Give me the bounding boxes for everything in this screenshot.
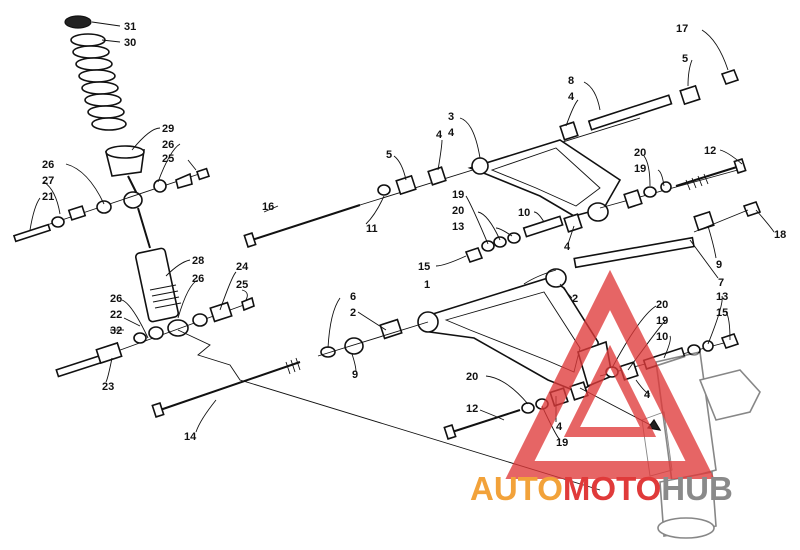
callout-4: 4 (556, 421, 563, 433)
callout-20: 20 (452, 205, 464, 217)
callout-5: 5 (682, 53, 688, 65)
callout-1: 1 (424, 279, 430, 291)
callout-12: 12 (704, 145, 716, 157)
callout-20: 20 (466, 371, 478, 383)
watermark-moto: MOTO (563, 470, 661, 507)
callout-26: 26 (42, 159, 54, 171)
sleeve-8 (587, 94, 673, 131)
shock-absorber-assembly (12, 15, 255, 378)
sleeve-7 (573, 236, 695, 269)
callout-26: 26 (162, 139, 174, 151)
upper-eyelet (123, 191, 143, 209)
callout-14: 14 (184, 431, 197, 443)
callout-4: 4 (568, 91, 575, 103)
callout-26: 26 (110, 293, 122, 305)
callout-32: 32 (110, 325, 122, 337)
callout-2: 2 (350, 307, 356, 319)
callout-16: 16 (262, 201, 274, 213)
bolt-21 (12, 223, 52, 243)
callout-12: 12 (466, 403, 478, 415)
callout-22: 22 (110, 309, 122, 321)
damper-ribs (149, 284, 182, 309)
watermark: AUTOMOTOHUB (470, 269, 733, 507)
callout-26: 26 (192, 273, 204, 285)
callout-17: 17 (676, 23, 688, 35)
callout-4: 4 (644, 389, 651, 401)
callout-10: 10 (656, 331, 668, 343)
callout-10: 10 (518, 207, 530, 219)
leader-lines (29, 21, 775, 441)
callout-4: 4 (448, 127, 455, 139)
callout-15: 15 (716, 307, 728, 319)
callout-4: 4 (564, 241, 571, 253)
callout-5: 5 (386, 149, 392, 161)
callout-28: 28 (192, 255, 204, 267)
callout-29: 29 (162, 123, 174, 135)
watermark-text: AUTOMOTOHUB (470, 470, 733, 507)
long-bolt-14 (151, 357, 301, 418)
callout-6: 6 (350, 291, 356, 303)
callout-7: 7 (718, 277, 724, 289)
callout-25: 25 (236, 279, 248, 291)
spindle-knuckle (641, 351, 761, 539)
callout-numbers: 31 30 29 26 25 26 27 21 28 26 24 25 26 2… (42, 21, 786, 449)
watermark-logo (505, 269, 715, 479)
callout-19: 19 (556, 437, 568, 449)
callout-9: 9 (352, 369, 358, 381)
callout-20: 20 (656, 299, 668, 311)
callout-19: 19 (452, 189, 464, 201)
callout-3: 3 (448, 111, 454, 123)
watermark-auto: AUTO (470, 470, 563, 507)
callout-15: 15 (418, 261, 430, 273)
damper-body (134, 247, 180, 323)
watermark-hub: HUB (661, 470, 733, 507)
sleeve-10 (522, 215, 564, 238)
callout-25: 25 (162, 153, 174, 165)
callout-27: 27 (42, 175, 54, 187)
callout-13: 13 (716, 291, 728, 303)
callout-4: 4 (436, 129, 443, 141)
callout-18: 18 (774, 229, 786, 241)
callout-30: 30 (124, 37, 136, 49)
spring-cap (64, 15, 92, 29)
callout-13: 13 (452, 221, 464, 233)
callout-24: 24 (236, 261, 249, 273)
upper-a-arm-assembly (243, 69, 747, 263)
callout-31: 31 (124, 21, 136, 33)
assembly-connector-line (177, 329, 601, 491)
callout-9: 9 (716, 259, 722, 271)
callout-19: 19 (656, 315, 668, 327)
callout-8: 8 (568, 75, 574, 87)
callout-19: 19 (634, 163, 646, 175)
callout-20: 20 (634, 147, 646, 159)
callout-23: 23 (102, 381, 114, 393)
callout-21: 21 (42, 191, 54, 203)
coil-spring (70, 33, 127, 131)
callout-2: 2 (572, 293, 578, 305)
callout-11: 11 (366, 223, 378, 235)
